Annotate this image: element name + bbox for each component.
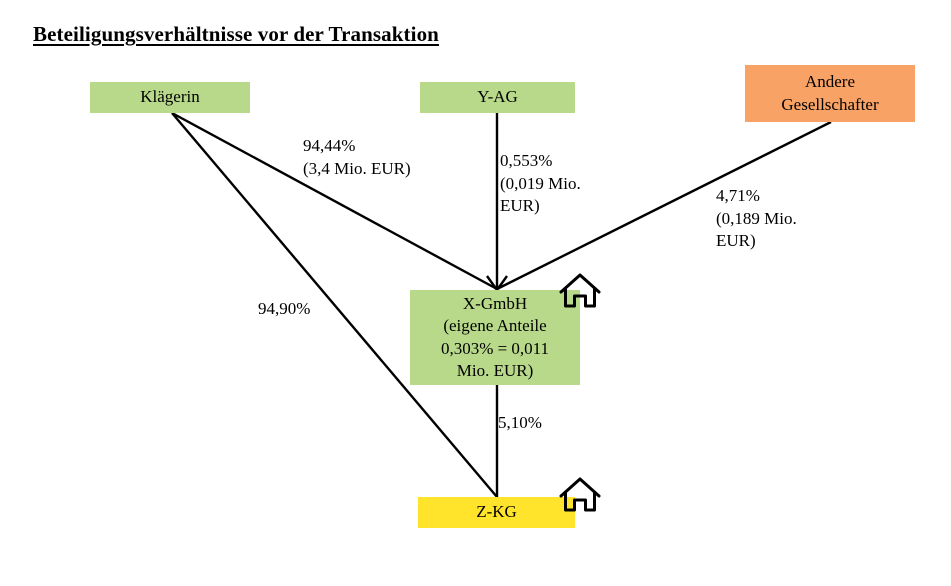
node-z-kg[interactable]: Z-KG — [418, 497, 575, 528]
node-xgmbh-label-line1: X-GmbH — [462, 293, 528, 313]
house-icon — [559, 273, 601, 308]
arrowhead-yag-to-xgmbh — [486, 275, 508, 293]
node-klaegerin-label: Klägerin — [140, 87, 200, 107]
page-title: Beteiligungsverhältnisse vor der Transak… — [33, 22, 439, 46]
edge-label-yag-to-xgmbh: 0,553% (0,019 Mio. EUR) — [500, 151, 581, 216]
node-andere-label-line2: Gesellschafter — [781, 94, 879, 114]
node-zkg-label: Z-KG — [476, 502, 517, 522]
node-yag[interactable]: Y-AG — [420, 82, 575, 113]
node-xgmbh-label-line3: 0,303% = 0,011 — [440, 338, 550, 358]
house-icon — [559, 477, 601, 512]
node-klaegerin[interactable]: Klägerin — [90, 82, 250, 113]
edge-label-klaegerin-to-xgmbh: 94,44% (3,4 Mio. EUR) — [303, 136, 411, 178]
node-andere-gesellschafter[interactable]: Andere Gesellschafter — [745, 65, 915, 122]
node-x-gmbh[interactable]: X-GmbH (eigene Anteile 0,303% = 0,011 Mi… — [410, 290, 580, 385]
edge-label-andere-to-xgmbh: 4,71% (0,189 Mio. EUR) — [716, 186, 797, 251]
edge-label-klaegerin-to-zkg: 94,90% — [258, 299, 311, 318]
node-yag-label: Y-AG — [477, 87, 518, 107]
node-andere-label-line1: Andere — [804, 72, 856, 92]
node-xgmbh-label-line2: (eigene Anteile — [443, 316, 547, 336]
edge-label-xgmbh-to-zkg: 5,10% — [498, 413, 542, 432]
node-xgmbh-label-line4: Mio. EUR) — [456, 360, 534, 380]
